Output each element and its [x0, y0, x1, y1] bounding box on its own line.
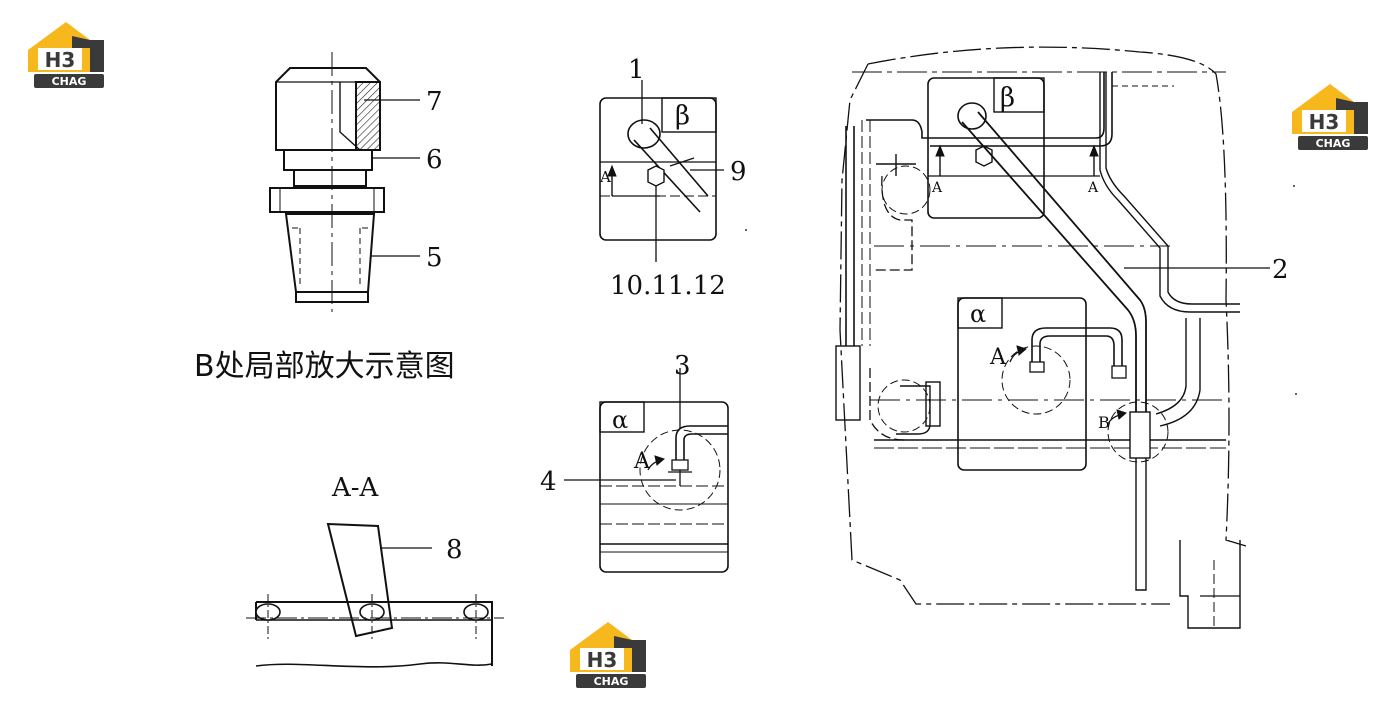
- view-beta-detail: [599, 80, 724, 262]
- view-beta-section-arrow: A: [599, 168, 611, 186]
- view-beta-label: β: [675, 101, 690, 131]
- view-alpha-detail: [564, 368, 729, 573]
- logo-letters: H3: [1309, 110, 1340, 134]
- fitting-detail-view: [269, 52, 385, 312]
- main-view-alpha-section-arrow: A: [989, 345, 1007, 370]
- callout-10-11-12: 10.11.12: [610, 271, 726, 301]
- callout-7: 7: [426, 87, 443, 117]
- logo-brand: CHAG: [52, 75, 87, 88]
- callout-4: 4: [540, 467, 557, 497]
- main-assembly-view: [835, 46, 1270, 629]
- brand-logo-top-right: H3 CHAG: [1292, 84, 1368, 150]
- logo-brand: CHAG: [594, 675, 629, 688]
- fitting-leaders: [364, 99, 420, 257]
- main-view-section-arrow-left: A: [931, 180, 943, 196]
- detail-b-caption: B处局部放大示意图: [194, 349, 455, 384]
- callout-5: 5: [426, 243, 443, 273]
- main-view-detail-b-arrow: B: [1098, 413, 1110, 432]
- logo-brand: CHAG: [1316, 137, 1351, 150]
- callout-2: 2: [1272, 255, 1289, 285]
- main-view-section-arrow-right: A: [1087, 180, 1099, 196]
- scan-specks: [745, 185, 1297, 395]
- main-view-alpha-label: α: [970, 300, 986, 328]
- callout-1: 1: [628, 55, 645, 85]
- view-alpha-section-arrow: A: [633, 449, 651, 474]
- main-view-beta-label: β: [1000, 83, 1015, 113]
- section-aa-title: A-A: [331, 473, 380, 503]
- callout-6: 6: [426, 145, 443, 175]
- callout-9: 9: [730, 157, 747, 187]
- brand-logo-top-left: H3 CHAG: [28, 22, 104, 88]
- view-alpha-label: α: [612, 406, 628, 434]
- section-aa-view: [246, 522, 504, 668]
- logo-letters: H3: [587, 648, 618, 672]
- brand-logo-bottom-center: H3 CHAG: [570, 622, 646, 688]
- callout-3: 3: [674, 351, 691, 381]
- logo-letters: H3: [45, 48, 76, 72]
- callout-8: 8: [446, 535, 463, 565]
